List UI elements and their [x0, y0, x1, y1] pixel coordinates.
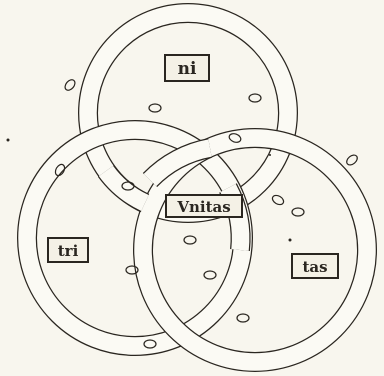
rivet: [249, 94, 261, 102]
label-top: ni: [165, 55, 209, 81]
label-right-text: tas: [302, 258, 327, 276]
rivet: [149, 104, 161, 112]
rivet: [271, 194, 285, 207]
label-center-text: Vnitas: [176, 198, 230, 216]
rivet: [63, 78, 77, 92]
label-center: Vnitas: [166, 195, 242, 217]
rivet: [292, 208, 304, 216]
ring-top-overpass: [106, 171, 145, 203]
label-top-text: ni: [178, 59, 197, 79]
rivet: [184, 236, 196, 244]
label-right: tas: [292, 254, 338, 278]
rivet: [204, 271, 216, 279]
ring-right: [143, 138, 367, 362]
rivet: [345, 153, 359, 167]
label-left-text: tri: [58, 242, 79, 260]
label-left: tri: [48, 238, 88, 262]
rivet: [237, 314, 249, 322]
